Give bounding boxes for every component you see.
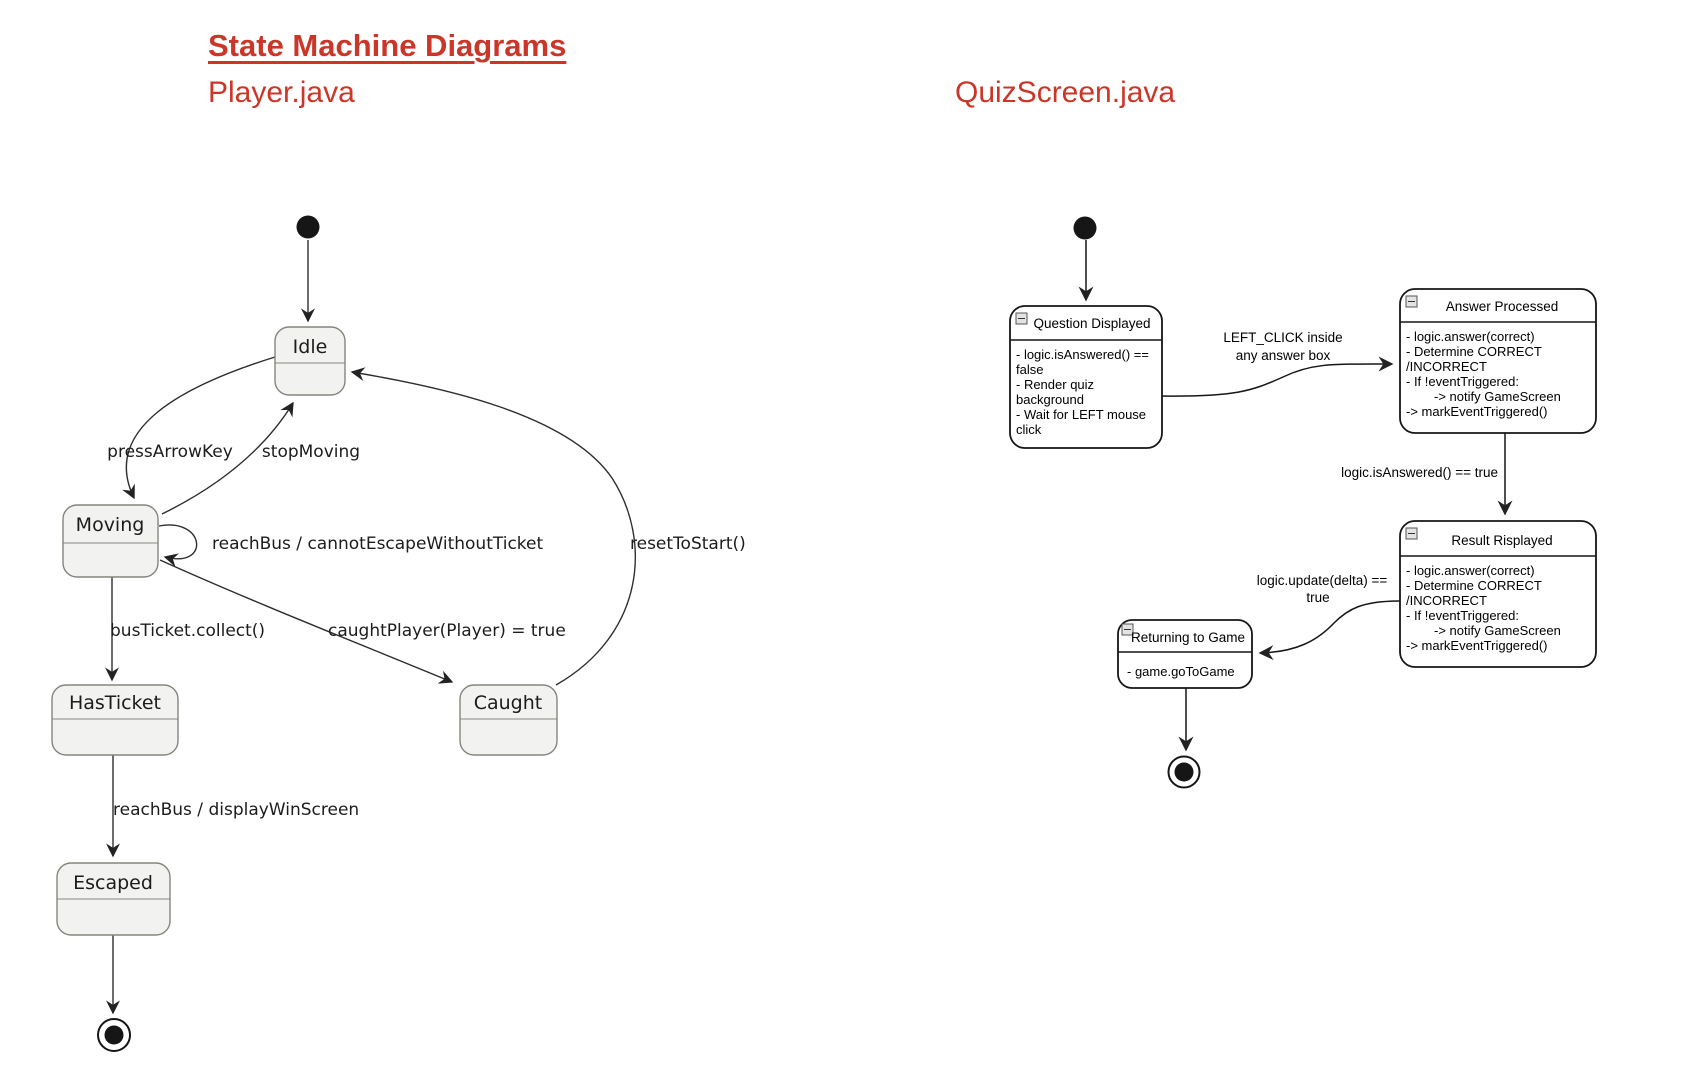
state-caught-box [459,684,558,756]
state-returning-to-game-body-line: - game.goToGame [1127,664,1235,679]
state-answer-processed-body-line: -> markEventTriggered() [1406,404,1547,419]
player-state-machine: pressArrowKey stopMoving reachBus / cann… [51,215,746,1052]
state-result-risplayed-body-line: -> markEventTriggered() [1406,638,1547,653]
state-answer-processed-box [1399,288,1597,434]
state-result-risplayed-title: Result Risplayed [1451,533,1552,548]
subtitle-player-java: Player.java [208,76,355,109]
edge-caught-to-idle [350,367,636,686]
transition-label-left-click-line2: any answer box [1236,348,1331,363]
state-hasticket-label: HasTicket [69,692,161,714]
state-escaped: Escaped [56,862,171,936]
state-answer-processed-body-line: - Determine CORRECT [1406,344,1542,359]
transition-label-stop-moving: stopMoving [262,442,360,462]
edge-moving-self-loop [158,524,198,567]
initial-state-player [296,215,320,239]
state-result-risplayed-body-line: - logic.answer(correct) [1406,563,1535,578]
state-answer-processed-body-line: /INCORRECT [1406,359,1487,374]
transition-label-press-arrow-key: pressArrowKey [107,442,233,462]
transition-label-update-delta-line1: logic.update(delta) == [1257,573,1388,588]
state-question-displayed-body-line: - logic.isAnswered() == [1016,347,1149,362]
transition-label-left-click-line1: LEFT_CLICK inside [1223,330,1342,345]
edge-moving-to-caught [159,559,454,684]
edge-result-to-returning [1258,600,1401,661]
transition-label-bus-ticket-collect: busTicket.collect() [110,621,265,641]
state-hasticket-box [51,684,179,756]
state-hasticket: HasTicket [51,684,179,756]
state-returning-to-game-box [1117,619,1253,689]
transition-label-reach-bus-loop: reachBus / cannotEscapeWithoutTicket [212,534,544,554]
state-moving-box [62,504,159,578]
quizscreen-state-machine: LEFT_CLICK inside any answer box logic.i… [1009,216,1597,789]
final-state-quiz-inner [1174,762,1194,782]
state-returning-to-game-title: Returning to Game [1131,630,1245,645]
state-caught-label: Caught [474,692,543,714]
state-idle-box [274,326,346,396]
final-state-player [97,1018,131,1052]
state-question-displayed-body-line: background [1016,392,1084,407]
state-moving: Moving [62,504,159,578]
state-result-risplayed-body-line: - If !eventTriggered: [1406,608,1519,623]
state-caught: Caught [459,684,558,756]
edge-moving-to-idle [161,401,294,515]
transition-label-caught-player: caughtPlayer(Player) = true [328,621,566,641]
state-result-risplayed-body-line: -> notify GameScreen [1434,623,1561,638]
state-question-displayed-body-line: false [1016,362,1043,377]
state-question-displayed-title: Question Displayed [1033,316,1150,331]
edge-question-to-answer [1161,356,1394,397]
state-answer-processed-title: Answer Processed [1446,299,1559,314]
state-result-risplayed-box [1399,520,1597,668]
final-state-player-inner [104,1025,124,1045]
state-moving-label: Moving [76,514,145,536]
state-answer-processed: Answer Processed - logic.answer(correct)… [1399,288,1597,434]
state-escaped-label: Escaped [73,872,153,894]
transition-label-reach-bus-win: reachBus / displayWinScreen [113,800,359,820]
transition-label-is-answered-true: logic.isAnswered() == true [1341,465,1498,480]
state-returning-to-game: Returning to Game - game.goToGame [1117,619,1253,689]
edge-idle-to-moving [122,356,276,500]
state-answer-processed-body-line: - If !eventTriggered: [1406,374,1519,389]
final-state-quiz [1167,755,1201,789]
state-result-risplayed-body-line: /INCORRECT [1406,593,1487,608]
state-question-displayed-body-line: - Wait for LEFT mouse [1016,407,1146,422]
state-question-displayed-box [1009,305,1163,449]
subtitle-quizscreen-java: QuizScreen.java [955,76,1176,109]
state-idle: Idle [274,326,346,396]
state-answer-processed-body-line: -> notify GameScreen [1434,389,1561,404]
state-question-displayed: Question Displayed - logic.isAnswered() … [1009,305,1163,449]
state-question-displayed-body-line: - Render quiz [1016,377,1094,392]
transition-label-update-delta-line2: true [1306,590,1329,605]
state-question-displayed-body-line: click [1016,422,1042,437]
state-answer-processed-body-line: - logic.answer(correct) [1406,329,1535,344]
state-result-risplayed: Result Risplayed - logic.answer(correct)… [1399,520,1597,668]
state-result-risplayed-body-line: - Determine CORRECT [1406,578,1542,593]
initial-state-quiz [1073,216,1097,240]
transition-label-reset-to-start: resetToStart() [630,534,746,554]
state-idle-label: Idle [293,336,328,358]
page-title: State Machine Diagrams [208,28,567,63]
